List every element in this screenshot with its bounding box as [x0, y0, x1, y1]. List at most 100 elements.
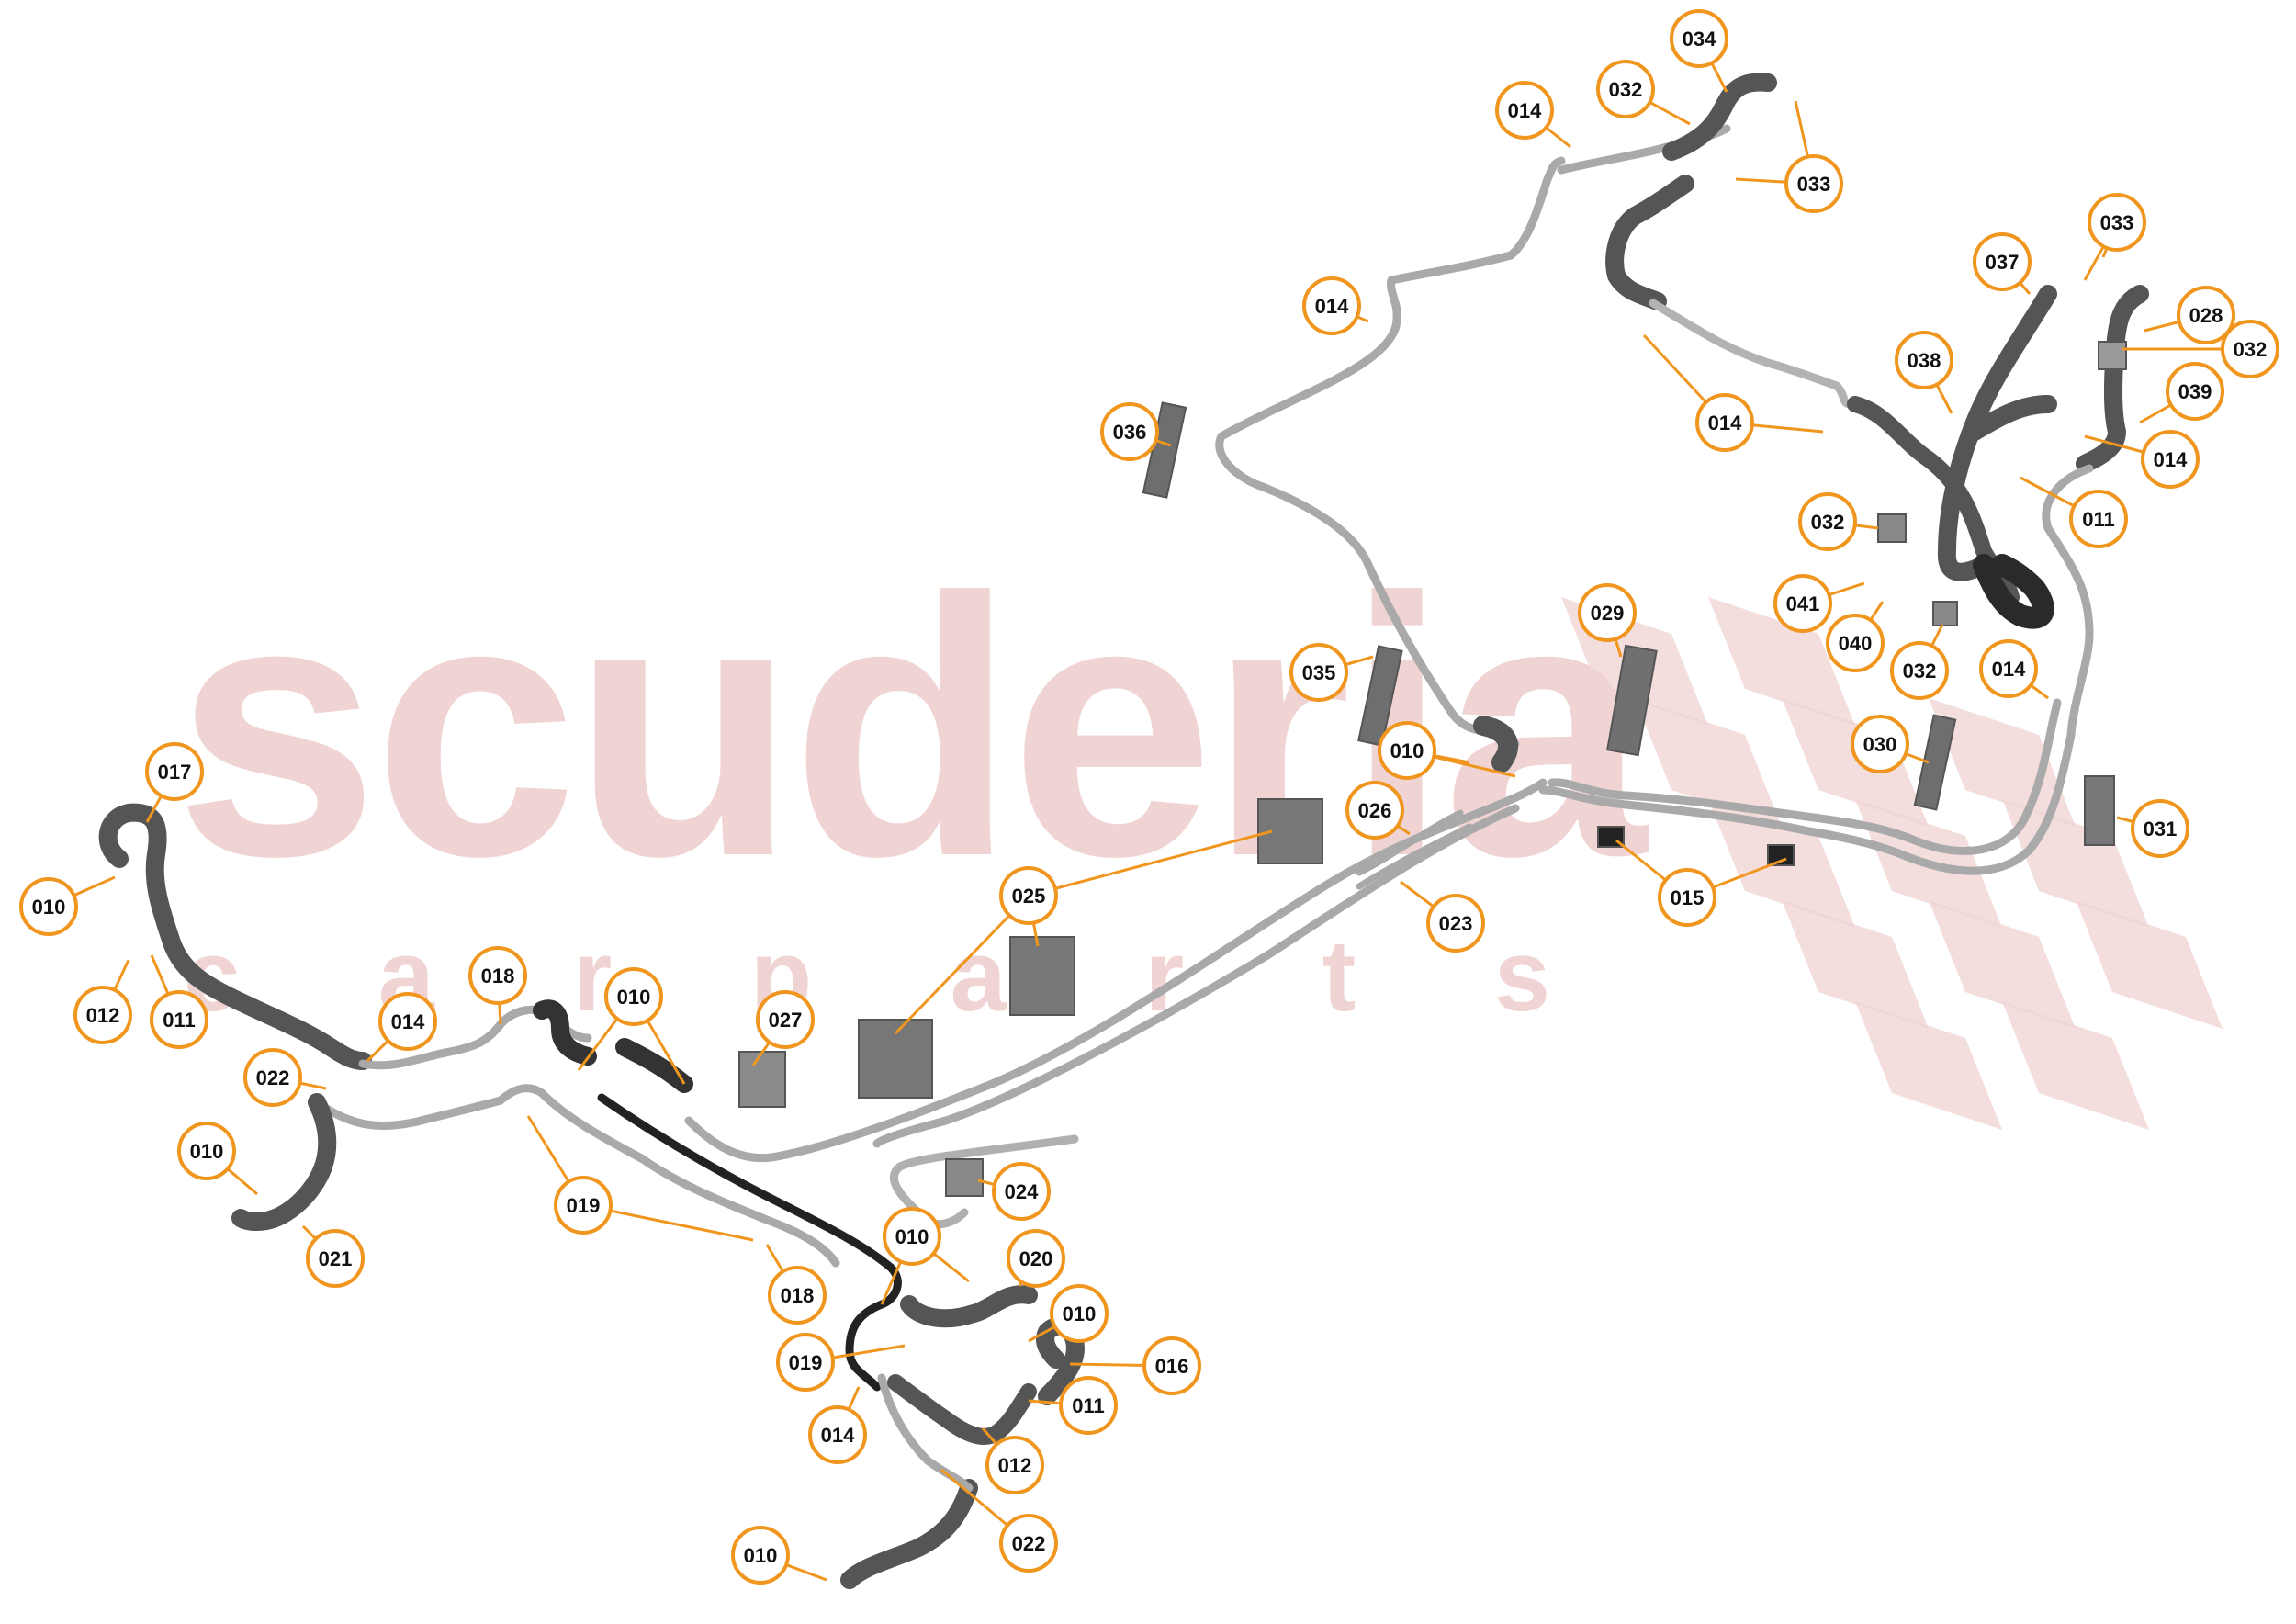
callout-label: 034 [1683, 28, 1716, 51]
hose-037 [1937, 285, 2057, 581]
callout-label: 011 [163, 1009, 196, 1032]
hose-037-branch [1965, 395, 2057, 441]
callout-016: 016 [1069, 1336, 1201, 1395]
callout-011: 011 [150, 954, 208, 1049]
callout-circle [1895, 331, 1953, 389]
callout-label: 019 [567, 1194, 601, 1217]
callout-label: 012 [998, 1454, 1032, 1477]
callout-011: 011 [1028, 1376, 1118, 1435]
callout-circle [2131, 799, 2189, 858]
callout-040: 040 [1826, 601, 1885, 672]
callout-circle [243, 1048, 302, 1107]
hose-020 [900, 1285, 1038, 1328]
callout-032: 032 [1890, 624, 1949, 700]
callout-033: 033 [2083, 193, 2146, 281]
callout-circle [1100, 402, 1159, 461]
callout-label: 037 [1986, 251, 2020, 274]
callout-circle [731, 1526, 790, 1585]
hose-bottom-dark [887, 1374, 1037, 1445]
callout-033: 033 [1735, 100, 1843, 213]
pipe-upper-left-branch [1215, 156, 1566, 749]
callout-020: 020 [1007, 1229, 1065, 1288]
callout-label: 010 [744, 1544, 778, 1567]
hose-dark-loop [1973, 554, 2054, 629]
callout-026: 026 [1345, 781, 1411, 840]
callout-label: 018 [481, 964, 515, 987]
callout-021: 021 [301, 1224, 365, 1288]
callout-label: 010 [32, 896, 66, 919]
checker-cell [1708, 597, 1855, 726]
pipe-026-upper [1356, 809, 1464, 876]
callout-label: 014 [1508, 99, 1542, 122]
callout-037: 037 [1973, 232, 2032, 295]
callout-circle [1578, 583, 1637, 642]
callout-circle [999, 1514, 1058, 1573]
callout-019: 019 [526, 1115, 754, 1242]
callout-label: 025 [1012, 885, 1046, 908]
callout-label: 018 [781, 1284, 815, 1307]
callout-circle [554, 1176, 613, 1235]
pipe-026-lower [1356, 823, 1473, 890]
callout-circle [992, 1162, 1051, 1221]
callout-012: 012 [73, 959, 132, 1044]
callout-label: 040 [1839, 632, 1873, 655]
callout-014: 014 [1642, 333, 1824, 452]
pipe-right-vertical [1538, 464, 2094, 875]
callouts: 0340320140330330370280320140380390140140… [19, 9, 2279, 1585]
callout-circle [177, 1122, 236, 1180]
callout-label: 010 [190, 1140, 224, 1163]
hose-033-upper [1605, 175, 1694, 310]
callout-circle [1007, 1229, 1065, 1288]
callout-018: 018 [765, 1244, 827, 1325]
callout-label: 011 [2082, 508, 2115, 531]
callout-circle [1784, 154, 1843, 213]
callout-010: 010 [880, 1207, 970, 1305]
callout-label: 014 [2154, 448, 2188, 471]
callout-023: 023 [1400, 880, 1485, 953]
callout-034: 034 [1670, 9, 1728, 93]
callout-041: 041 [1773, 574, 1865, 633]
watermark-brand-text: scuderia [174, 522, 1649, 932]
callout-label: 014 [391, 1010, 425, 1033]
callout-019: 019 [776, 1333, 906, 1392]
callout-label: 026 [1358, 799, 1392, 822]
callout-027: 027 [751, 990, 815, 1066]
callout-014: 014 [366, 992, 437, 1063]
callout-circle [2166, 362, 2224, 421]
callout-circle [2221, 320, 2279, 378]
callout-031: 031 [2116, 799, 2189, 858]
callout-circle [1302, 276, 1361, 335]
callout-circle [1050, 1284, 1109, 1343]
callout-017: 017 [145, 742, 204, 823]
callout-030: 030 [1851, 715, 1930, 773]
callout-032: 032 [1596, 60, 1691, 126]
callout-circle [1059, 1376, 1118, 1435]
callout-label: 021 [319, 1247, 353, 1270]
callout-022: 022 [940, 1468, 1058, 1573]
callout-label: 019 [789, 1351, 823, 1374]
checker-cell [1929, 900, 2076, 1029]
callout-029: 029 [1578, 583, 1637, 658]
callout-032: 032 [1798, 492, 1879, 551]
callout-circle [1345, 781, 1404, 840]
hose-010-a [533, 999, 597, 1066]
clip-035 [1357, 645, 1403, 747]
callout-circle [1695, 393, 1754, 452]
callout-circle [2141, 430, 2200, 489]
callout-014: 014 [1302, 276, 1369, 335]
callout-label: 012 [86, 1004, 120, 1027]
callout-label: 024 [1005, 1180, 1039, 1203]
callout-circle [1773, 574, 1832, 633]
callout-label: 031 [2144, 818, 2178, 840]
callout-label: 014 [821, 1424, 855, 1447]
callout-label: 014 [1708, 412, 1742, 434]
callout-label: 015 [1671, 886, 1705, 909]
callout-014: 014 [1979, 639, 2049, 700]
callout-circle [1979, 639, 2038, 698]
hose-010-b [615, 1038, 693, 1093]
callout-025: 025 [894, 829, 1273, 1035]
clip-032-lower [1877, 513, 1907, 543]
callout-circle [2088, 193, 2146, 252]
callout-014: 014 [1495, 81, 1571, 149]
callout-014: 014 [2084, 430, 2200, 489]
